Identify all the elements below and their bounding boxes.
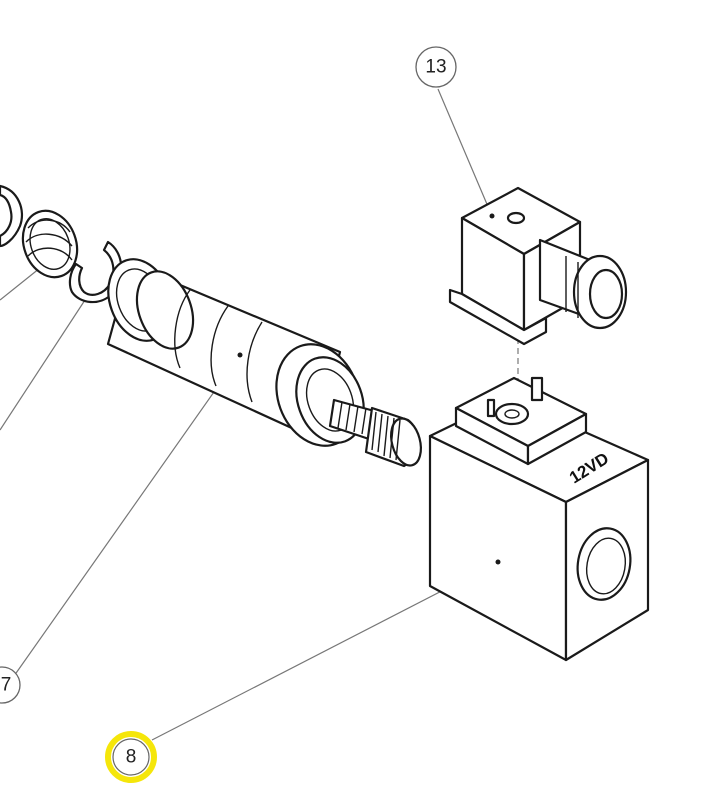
balloon-7[interactable]: 7 [0,666,21,704]
leader-spring [0,267,41,301]
balloon-13[interactable]: 13 [415,46,457,88]
balloon-13-label: 13 [425,57,446,78]
solenoid-coil: 12VD [428,376,650,662]
center-dot-7 [237,352,243,358]
balloon-7-label: 7 [1,675,12,696]
balloon-8-circle [112,738,150,776]
retaining-ring-left [0,184,24,248]
balloon-8-label: 8 [126,747,137,768]
center-dot-8 [495,559,501,565]
connector-plug [448,186,628,346]
leader-13 [437,88,493,217]
balloon-13-circle [415,46,457,88]
valve-cartridge [106,258,422,468]
balloon-8-highlight-ring [105,731,157,783]
balloon-8[interactable]: 8 [105,731,157,783]
balloon-7-circle [0,666,21,704]
center-dot-13 [489,213,495,219]
leader-7 [13,354,241,677]
leader-lines [0,88,519,741]
spring [21,209,79,279]
leader-clip [0,299,86,431]
